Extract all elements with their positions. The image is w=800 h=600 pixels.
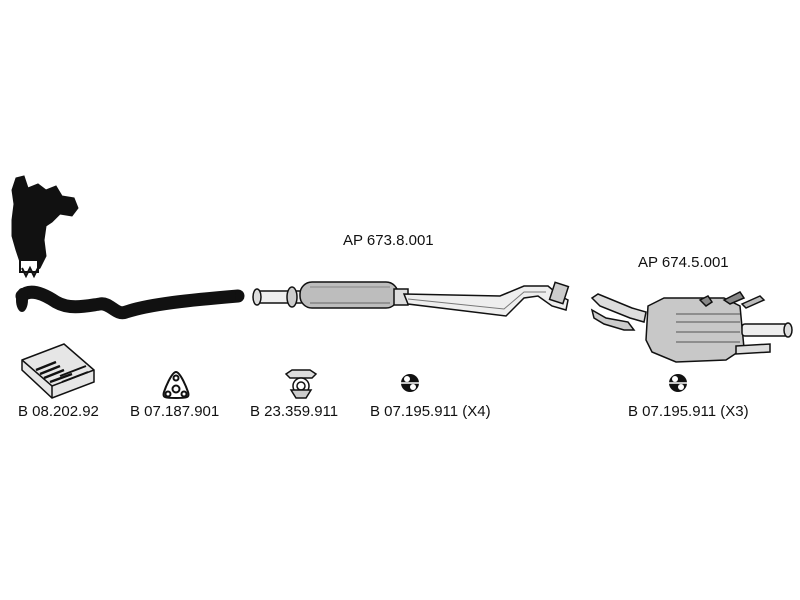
part-label-gasket: B 07.187.901	[130, 403, 220, 420]
rubber-hanger-icon	[401, 374, 419, 392]
front-pipe	[15, 285, 245, 320]
middle-silencer	[252, 281, 570, 317]
exhaust-manifold-catalyst	[11, 175, 79, 279]
part-label-clamp: B 23.359.911	[250, 403, 339, 420]
part-label-hanger-x3: B 07.195.911 (X3)	[628, 403, 749, 420]
rear-silencer	[590, 291, 793, 363]
part-label-hanger-x4: B 07.195.911 (X4)	[370, 403, 491, 420]
rubber-hanger-icon	[669, 374, 687, 392]
pipe-clamp-icon	[284, 369, 318, 399]
triangular-gasket-icon	[162, 370, 190, 399]
part-label-mounting-kit: B 08.202.92	[18, 403, 99, 420]
mounting-kit-box-icon	[21, 343, 95, 399]
assembly-label-rear: AP 674.5.001	[638, 254, 729, 271]
assembly-label-middle: AP 673.8.001	[343, 232, 434, 249]
